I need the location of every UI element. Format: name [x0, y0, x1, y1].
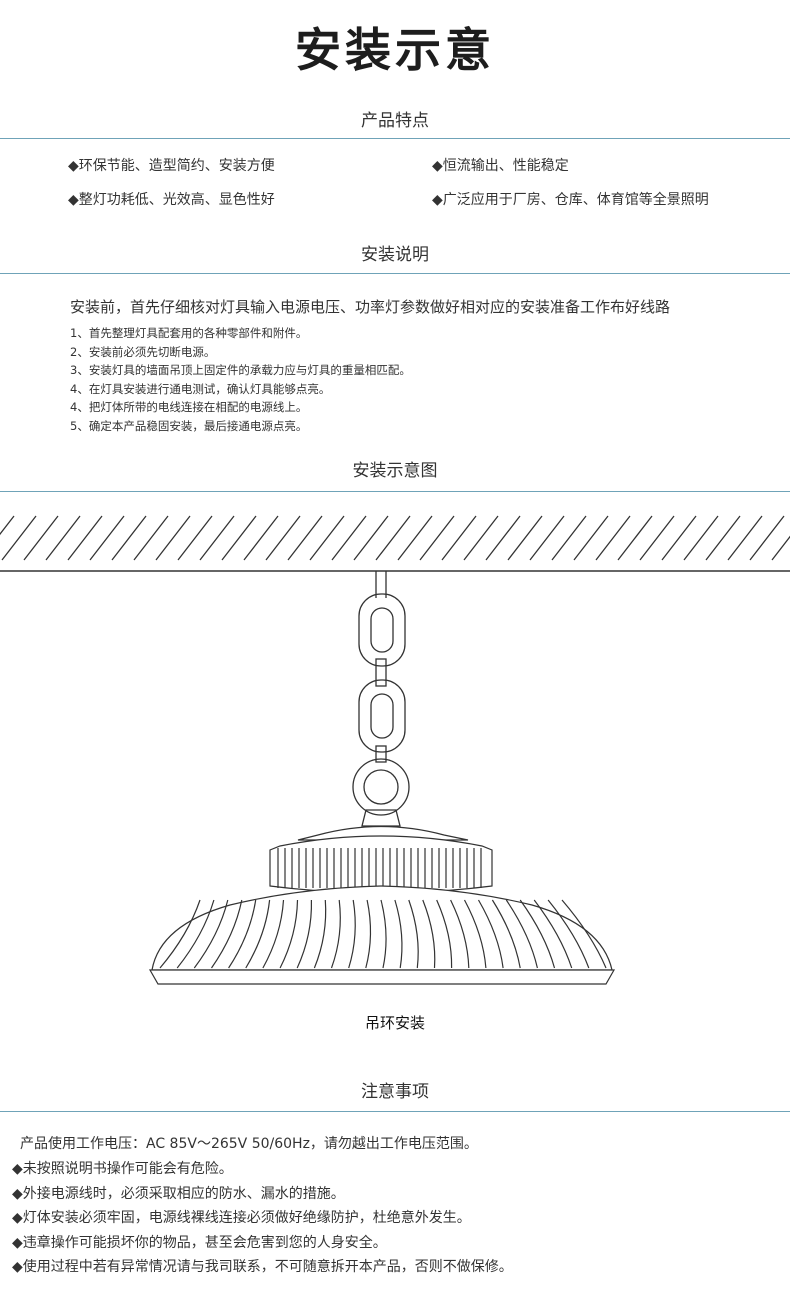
reflector-panel-line: [547, 899, 590, 969]
diagram-caption: 吊环安装: [364, 1014, 425, 1032]
hatch-line: [0, 515, 15, 536]
hatch-line: [309, 515, 345, 561]
page-title: 安装示意: [295, 23, 495, 77]
reflector-panel-line: [519, 899, 556, 969]
note-item: ◆灯体安装必须牢固，电源线裸线连接必须做好绝缘防护，杜绝意外发生。: [12, 1210, 471, 1226]
hatch-line: [375, 515, 411, 561]
hatch-line: [353, 515, 389, 561]
reflector-panel-line: [491, 899, 521, 969]
reflector-panel-line: [193, 899, 229, 969]
hatch-line: [595, 515, 631, 561]
hatch-line: [485, 515, 521, 561]
instructions-heading: 安装说明: [361, 245, 429, 265]
diagram-divider: [0, 491, 790, 492]
hatch-line: [287, 515, 323, 561]
reflector-panel-line: [296, 899, 313, 969]
feature-item: ◆环保节能、造型简约、安装方便: [68, 158, 275, 174]
hatch-line: [529, 515, 565, 561]
instruction-step: 4、在灯具安装进行通电测试，确认灯具能够点亮。: [70, 382, 331, 396]
hatch-line: [89, 515, 125, 561]
instruction-step: 5、确定本产品稳固安装，最后接通电源点亮。: [70, 419, 308, 433]
feature-item: ◆恒流输出、性能稳定: [432, 158, 569, 174]
hatch-line: [243, 515, 279, 561]
reflector-panel-line: [262, 899, 285, 969]
hatch-line: [683, 515, 719, 561]
reflector-panel-line: [477, 899, 504, 969]
reflector-panel-line: [365, 899, 372, 969]
note-item: 产品使用工作电压：AC 85V～265V 50/60Hz，请勿越出工作电压范围。: [20, 1136, 478, 1152]
reflector-panel-line: [505, 899, 538, 969]
reflector-panel-line: [330, 899, 341, 969]
hatch-line: [727, 515, 763, 561]
hatch-line: [661, 515, 697, 561]
note-item: ◆违章操作可能损坏你的物品，甚至会危害到您的人身安全。: [12, 1235, 387, 1251]
reflector-panel-line: [436, 899, 453, 969]
high-bay-lamp: [148, 825, 616, 985]
instruction-step: 2、安装前必须先切断电源。: [70, 345, 216, 359]
note-item: ◆未按照说明书操作可能会有危险。: [12, 1161, 233, 1177]
reflector-panel-line: [380, 899, 387, 969]
diagram-heading: 安装示意图: [352, 461, 438, 481]
feature-item: ◆整灯功耗低、光效高、显色性好: [68, 192, 275, 208]
hatch-line: [639, 515, 675, 561]
notes-divider: [0, 1111, 790, 1112]
instructions-divider: [0, 273, 790, 274]
hatch-line: [749, 515, 785, 561]
hatch-line: [45, 515, 81, 561]
hatch-line: [617, 515, 653, 561]
hatch-line: [111, 515, 147, 561]
hatch-line: [551, 515, 587, 561]
reflector-panel-line: [408, 899, 419, 969]
instructions-lead: 安装前，首先仔细核对灯具输入电源电压、功率灯参数做好相对应的安装准备工作布好线路: [70, 298, 671, 316]
reflector-panel-line: [245, 899, 271, 969]
reflector-panel-line: [533, 899, 573, 969]
hatch-line: [771, 535, 790, 561]
reflector-panel-line: [422, 899, 436, 969]
hatch-line: [705, 515, 741, 561]
hatch-line: [155, 515, 191, 561]
hatch-line: [331, 515, 367, 561]
instruction-step: 4、把灯体所带的电线连接在相配的电源线上。: [70, 400, 308, 414]
hatch-line: [199, 515, 235, 561]
hatch-line: [573, 515, 609, 561]
hatch-line: [441, 515, 477, 561]
hatch-line: [397, 515, 433, 561]
reflector-panel-line: [176, 899, 215, 969]
hatch-line: [463, 515, 499, 561]
instruction-step: 1、首先整理灯具配套用的各种零部件和附件。: [70, 326, 308, 340]
reflector-panel-line: [211, 899, 243, 969]
hanging-chain: [352, 571, 410, 827]
note-item: ◆使用过程中若有异常情况请与我司联系，不可随意拆开本产品，否则不做保修。: [12, 1259, 513, 1275]
note-item: ◆外接电源线时，必须采取相应的防水、漏水的措施。: [12, 1186, 345, 1202]
hatch-line: [23, 515, 59, 561]
hatch-line: [221, 515, 257, 561]
reflector-panel-line: [450, 899, 470, 969]
reflector-panel-line: [463, 899, 487, 969]
hatch-line: [177, 515, 213, 561]
features-divider: [0, 138, 790, 139]
hatch-line: [133, 515, 169, 561]
feature-item: ◆广泛应用于厂房、仓库、体育馆等全景照明: [432, 192, 709, 208]
notes-heading: 注意事项: [361, 1082, 429, 1102]
features-heading: 产品特点: [361, 111, 429, 131]
reflector-panel-line: [313, 899, 327, 969]
hatch-line: [507, 515, 543, 561]
reflector-panel-line: [394, 899, 403, 969]
hatch-line: [419, 515, 455, 561]
instruction-step: 3、安装灯具的墙面吊顶上固定件的承载力应与灯具的重量相匹配。: [70, 363, 411, 377]
hatch-line: [1, 515, 37, 561]
reflector-panel-line: [561, 899, 607, 969]
reflector-panel-line: [159, 899, 201, 969]
hatch-line: [265, 515, 301, 561]
reflector-panel-line: [348, 899, 356, 969]
reflector-panel-line: [228, 899, 257, 969]
hatch-line: [67, 515, 103, 561]
reflector-panel-line: [279, 899, 299, 969]
ceiling-hatch: [0, 515, 790, 561]
